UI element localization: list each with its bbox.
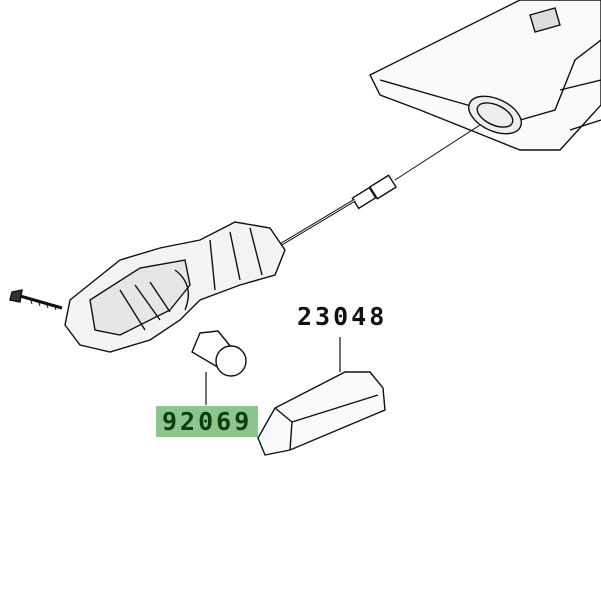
screw-drawing (9, 289, 63, 311)
bulb-drawing (191, 330, 247, 405)
part-number-label[interactable]: 23048 (297, 302, 388, 331)
wire-harness-drawing (279, 124, 481, 247)
part-number-label-highlighted[interactable]: 92069 (156, 406, 259, 437)
turn-signal-housing-drawing (64, 221, 286, 353)
rear-fender-drawing (369, 0, 601, 151)
lens-drawing (257, 337, 386, 456)
